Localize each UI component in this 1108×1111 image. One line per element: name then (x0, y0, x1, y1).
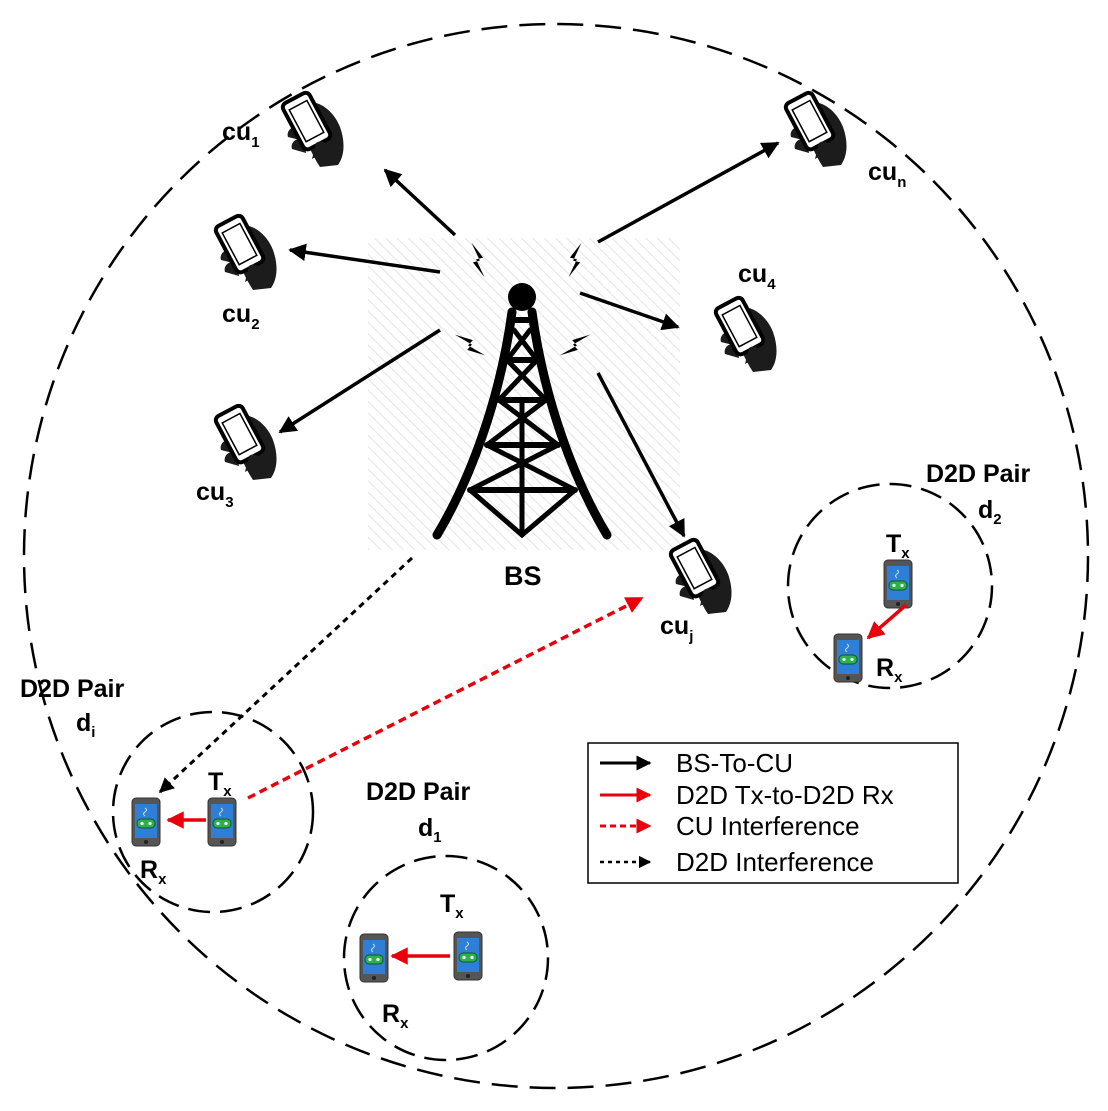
d2d-pair-2-boundary (786, 482, 994, 690)
cu4-label: cu4 (738, 260, 776, 293)
hand-phone-icon (279, 89, 346, 169)
hand-phone-icon (712, 294, 779, 374)
pair-1-name: d1 (418, 814, 442, 846)
legend-label-d2d-link: D2D Tx-to-D2D Rx (676, 780, 894, 810)
pair-2-title: D2D Pair (926, 460, 1030, 488)
link-bs-cu1 (383, 168, 457, 237)
d2d-pair-i-boundary (111, 710, 315, 914)
link-bs-cu2 (288, 243, 441, 274)
legend-label-cu-interference: CU Interference (676, 811, 860, 841)
pair-i-title: D2D Pair (20, 675, 124, 703)
pair-i-name: di (76, 709, 95, 741)
pair-2-name: d2 (978, 496, 1002, 528)
hand-phone-icon (212, 212, 279, 292)
cell-boundary (22, 22, 1090, 1090)
cuj-label: cuj (660, 612, 693, 645)
antenna-tower-icon (432, 283, 612, 540)
d2d-phone-icon (207, 797, 237, 847)
link-bs-cuj (596, 372, 686, 538)
pair-2-d2d-link (866, 603, 908, 640)
cu2-label: cu2 (222, 300, 260, 333)
link-bs-cu4 (579, 291, 680, 331)
d2d-phone-icon (359, 933, 389, 983)
cu-interference-link (247, 596, 644, 800)
d2d-phone-icon (883, 559, 913, 609)
hand-phone-icon (212, 402, 279, 482)
cu3-label: cu3 (196, 478, 234, 511)
d2d-phone-icon (453, 931, 483, 981)
legend-label-bs-to-cu: BS-To-CU (676, 748, 793, 778)
link-bs-cu3 (278, 328, 441, 434)
hand-phone-icon (667, 536, 734, 616)
pair-1-title: D2D Pair (366, 778, 470, 806)
pair-1-rx: Rx (382, 1000, 409, 1032)
d2d-pair-1-boundary (342, 854, 550, 1062)
hand-phone-icon (782, 89, 849, 169)
cu1-label: cu1 (222, 118, 260, 151)
link-bs-cun (597, 141, 780, 244)
pair-2-tx: Tx (886, 530, 910, 562)
pair-1-tx: Tx (440, 890, 464, 922)
pair-i-tx: Tx (208, 768, 232, 800)
bs-label: BS (504, 561, 542, 591)
legend-label-d2d-interference: D2D Interference (676, 847, 874, 877)
cun-label: cun (868, 158, 906, 191)
pair-2-rx: Rx (876, 654, 903, 686)
legend: BS-To-CU D2D Tx-to-D2D Rx CU Interferenc… (587, 742, 959, 884)
d2d-interference-link (158, 556, 414, 794)
d2d-phone-icon (131, 797, 161, 847)
d2d-phone-icon (833, 633, 863, 683)
pair-i-rx: Rx (140, 856, 167, 888)
